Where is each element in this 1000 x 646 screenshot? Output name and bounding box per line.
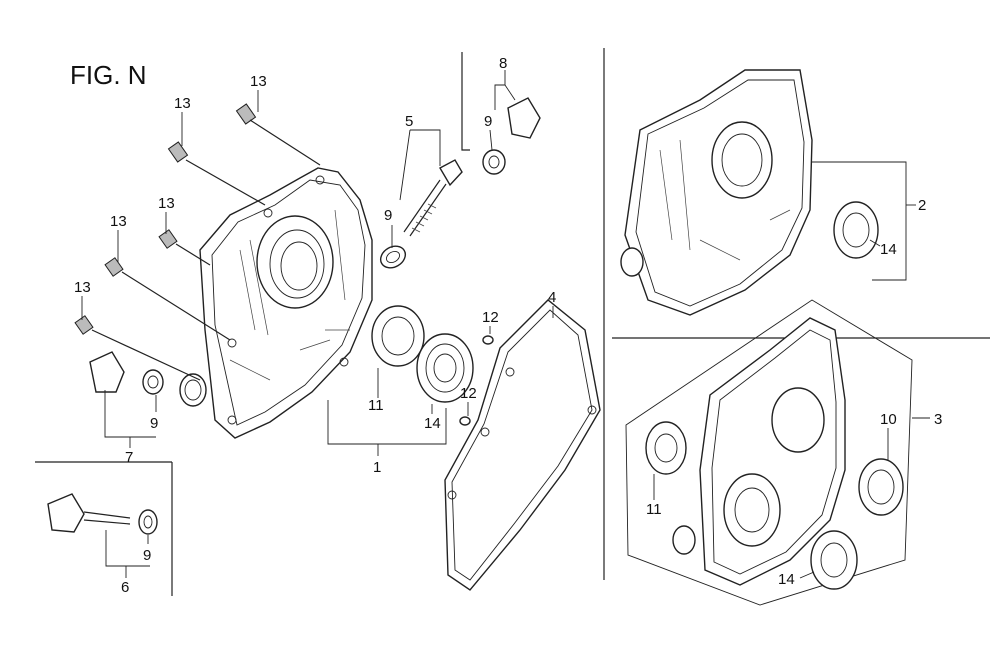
callout-13: 13 xyxy=(74,279,91,296)
callout-14: 14 xyxy=(880,241,897,258)
callout-8: 8 xyxy=(499,55,507,72)
drain-plug-assembly-7 xyxy=(89,351,164,395)
callout-12: 12 xyxy=(482,309,499,326)
crankcase-cover-assembly-2 xyxy=(620,69,879,316)
crankcase-cover-main xyxy=(179,167,373,439)
callout-12: 12 xyxy=(460,385,477,402)
callout-5: 5 xyxy=(405,113,413,130)
drain-plug-assembly-6 xyxy=(47,493,158,535)
section-dividers xyxy=(35,48,990,596)
callout-9: 9 xyxy=(384,207,392,224)
callout-13: 13 xyxy=(158,195,175,212)
crankcase-cover-assembly-3 xyxy=(625,299,913,606)
callout-4: 4 xyxy=(548,289,556,306)
callout-13: 13 xyxy=(250,73,267,90)
callout-11: 11 xyxy=(368,397,384,414)
callout-6: 6 xyxy=(121,579,129,596)
callout-13: 13 xyxy=(174,95,191,112)
flange-bolts xyxy=(74,103,321,381)
callout-11: 11 xyxy=(646,501,662,518)
callout-9: 9 xyxy=(150,415,158,432)
callout-14: 14 xyxy=(778,571,795,588)
callout-2: 2 xyxy=(918,197,926,214)
callout-9: 9 xyxy=(484,113,492,130)
plug-8-assembly xyxy=(482,97,541,175)
callout-13: 13 xyxy=(110,213,127,230)
bearing-and-seal-centre xyxy=(371,305,474,403)
callout-3: 3 xyxy=(934,411,942,428)
callout-14: 14 xyxy=(424,415,441,432)
callout-7: 7 xyxy=(125,449,133,466)
callout-labels: 13 13 13 13 13 5 9 8 9 9 7 9 6 11 14 1 4… xyxy=(74,55,942,596)
oil-filler-cap-assembly xyxy=(379,159,463,269)
callout-1: 1 xyxy=(373,459,381,476)
leader-lines xyxy=(81,70,930,579)
gasket xyxy=(444,299,601,591)
dowel-pins xyxy=(459,335,494,426)
figure-label: FIG. N xyxy=(70,60,147,90)
callout-10: 10 xyxy=(880,411,897,428)
callout-9: 9 xyxy=(143,547,151,564)
